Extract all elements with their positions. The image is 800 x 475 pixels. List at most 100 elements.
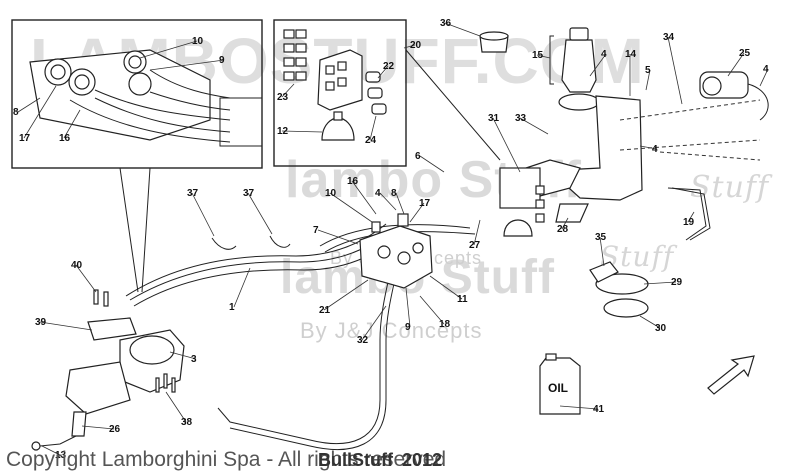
callout-leader-4 — [639, 145, 658, 150]
oil-can-label: OIL — [548, 381, 568, 395]
reservoir — [549, 27, 600, 111]
callout-leader-22 — [377, 65, 389, 79]
callout-39: 39 — [35, 317, 47, 328]
callout-9: 9 — [219, 55, 225, 66]
callout-4: 4 — [763, 64, 769, 75]
callout-34: 34 — [663, 32, 675, 43]
callout-leader-9 — [405, 287, 411, 328]
callout-14: 14 — [625, 49, 637, 60]
callout-20: 20 — [410, 40, 422, 51]
callout-leader-37 — [247, 192, 273, 235]
bracket-assembly — [499, 95, 761, 237]
callout-leader-40 — [75, 264, 97, 293]
callout-30: 30 — [655, 323, 667, 334]
callout-37: 37 — [243, 188, 255, 199]
callout-26: 26 — [109, 424, 121, 435]
callout-13: 13 — [55, 450, 67, 461]
actuator — [31, 329, 185, 451]
filter-ring — [479, 31, 509, 53]
callout-leader-4 — [379, 192, 397, 211]
callout-8: 8 — [13, 107, 19, 118]
callout-29: 29 — [671, 277, 683, 288]
callout-leader-27 — [473, 219, 481, 246]
callout-12: 12 — [277, 126, 289, 137]
callout-leader-25 — [727, 52, 745, 77]
footer-title: BullStuff — [318, 450, 393, 470]
inset-left — [11, 19, 263, 293]
callout-leader-30 — [639, 315, 661, 329]
callout-leader-41 — [559, 405, 599, 410]
callout-15: 15 — [532, 50, 544, 61]
callout-4: 4 — [375, 188, 381, 199]
callout-leader-11 — [429, 275, 463, 300]
callout-33: 33 — [515, 113, 527, 124]
callout-5: 5 — [645, 65, 651, 76]
callout-leader-24 — [369, 115, 377, 141]
callout-leader-34 — [667, 36, 683, 105]
callout-leader-36 — [444, 22, 481, 37]
callout-6: 6 — [415, 151, 421, 162]
callout-leader-39 — [39, 321, 93, 331]
direction-arrow — [707, 355, 755, 395]
callout-7: 7 — [313, 225, 319, 236]
callout-leader-3 — [169, 351, 197, 360]
callout-leader-29 — [643, 281, 677, 285]
callout-18: 18 — [439, 319, 451, 330]
callout-leader-15 — [536, 54, 551, 59]
clips-37 — [211, 235, 291, 250]
clamps — [589, 261, 649, 318]
callout-leader-7 — [317, 229, 359, 245]
callout-8: 8 — [391, 188, 397, 199]
callout-leader-20 — [403, 44, 416, 49]
callout-11: 11 — [457, 294, 468, 305]
callout-23: 23 — [277, 92, 289, 103]
callout-leader-8 — [17, 97, 41, 113]
callout-leader-35 — [599, 236, 605, 267]
callout-16: 16 — [347, 176, 359, 187]
callout-leader-19 — [687, 211, 695, 223]
callout-3: 3 — [191, 354, 197, 365]
central-valve — [359, 213, 433, 289]
callout-leader-10 — [329, 192, 373, 223]
callout-19: 19 — [683, 217, 695, 228]
callout-leader-6 — [419, 155, 445, 173]
callout-leader-23 — [281, 83, 295, 98]
callout-28: 28 — [557, 224, 569, 235]
inset-upper — [273, 19, 501, 167]
callout-40: 40 — [71, 260, 83, 271]
callout-37: 37 — [187, 188, 199, 199]
callout-leader-4 — [589, 53, 607, 77]
copyright-text: Copyright Lamborghini Spa - All rights r… — [6, 448, 447, 471]
callout-leader-17 — [409, 202, 425, 223]
callout-leader-18 — [419, 295, 445, 325]
callout-22: 22 — [383, 61, 395, 72]
callout-leader-10 — [139, 40, 198, 59]
bracket-39 — [87, 289, 176, 393]
callout-leader-26 — [81, 425, 115, 430]
callout-leader-37 — [191, 192, 215, 237]
callout-35: 35 — [595, 232, 607, 243]
callout-leader-16 — [351, 180, 377, 215]
callout-leader-31 — [492, 117, 521, 173]
callout-9: 9 — [405, 322, 411, 333]
callout-leader-8 — [395, 192, 405, 215]
callout-24: 24 — [365, 135, 377, 146]
callout-leader-38 — [165, 391, 187, 423]
callout-leader-28 — [561, 217, 569, 230]
callout-32: 32 — [357, 335, 369, 346]
callout-4: 4 — [652, 144, 658, 155]
callout-31: 31 — [488, 113, 500, 124]
callout-16: 16 — [59, 133, 71, 144]
callout-leader-1 — [233, 267, 251, 308]
callout-leader-32 — [361, 305, 387, 341]
callout-leader-16 — [63, 109, 81, 139]
callout-27: 27 — [469, 240, 481, 251]
callout-1: 1 — [229, 302, 235, 313]
callout-17: 17 — [19, 133, 31, 144]
callout-leader-5 — [645, 69, 651, 91]
callout-leader-21 — [323, 279, 369, 311]
callout-41: 41 — [593, 404, 605, 415]
callout-leader-13 — [41, 445, 61, 456]
